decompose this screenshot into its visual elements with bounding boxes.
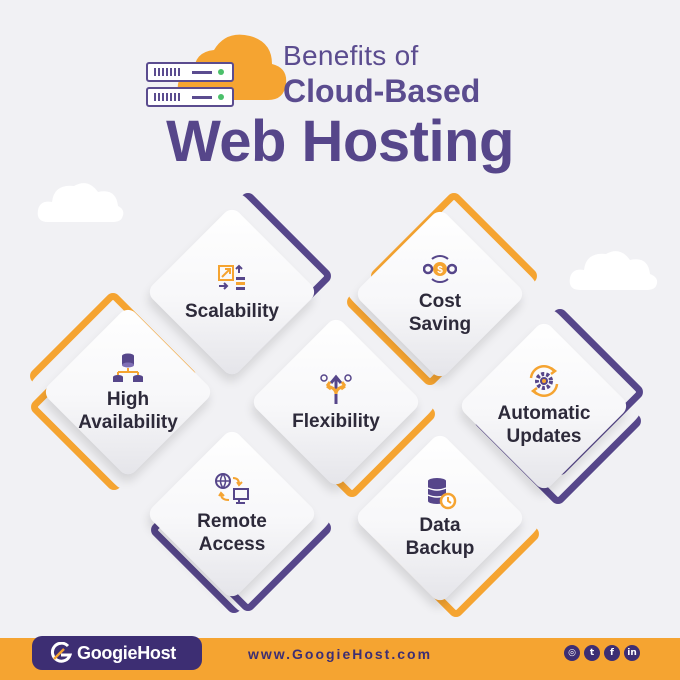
benefit-label: Data Backup [405,515,475,559]
benefit-flexibility: Flexibility [249,315,439,501]
social-links: ◎ t f in [564,645,640,661]
title-line-3: Web Hosting [166,109,514,174]
benefit-label: Flexibility [292,410,380,432]
instagram-icon[interactable]: ◎ [564,645,580,661]
facebook-icon[interactable]: f [604,645,620,661]
benefit-scalability: Scalability [145,189,335,379]
background-cloud-left [37,183,124,222]
benefit-label: High Availability [78,389,178,433]
title-line-1: Benefits of [283,40,419,71]
website-url[interactable]: www.GoogieHost.com [247,646,433,662]
benefit-data-backup: Data Backup [353,431,543,621]
twitter-icon[interactable]: t [584,645,600,661]
flexibility-arrows-icon [320,373,352,404]
database-network-icon [113,353,143,382]
linkedin-icon[interactable]: in [624,645,640,661]
benefit-label: Cost Saving [408,291,472,335]
cost-saving-icon: $ [423,255,457,283]
gear-refresh-icon [529,364,559,398]
title-line-2: Cloud-Based [283,73,481,109]
remote-access-icon [215,473,249,504]
data-backup-icon [427,478,457,510]
brand-name: GoogieHost [77,642,176,663]
benefit-high-availability: High Availability [26,289,215,494]
benefit-automatic-updates: Automatic Updates [457,305,647,508]
background-cloud-right [569,251,658,290]
benefit-label: Scalability [185,300,279,322]
brand-logo[interactable]: GoogieHost [32,636,202,670]
server-icon-bottom [146,87,234,107]
benefit-cost-saving: $ Cost Saving [343,189,541,389]
scalability-icon [218,264,245,290]
svg-text:$: $ [437,265,443,276]
benefit-remote-access: Remote Access [145,427,335,617]
benefit-label: Remote Access [197,511,267,555]
server-icon-top [146,62,234,82]
googiehost-logo-icon [50,642,72,663]
benefit-label: Automatic Updates [497,403,591,447]
